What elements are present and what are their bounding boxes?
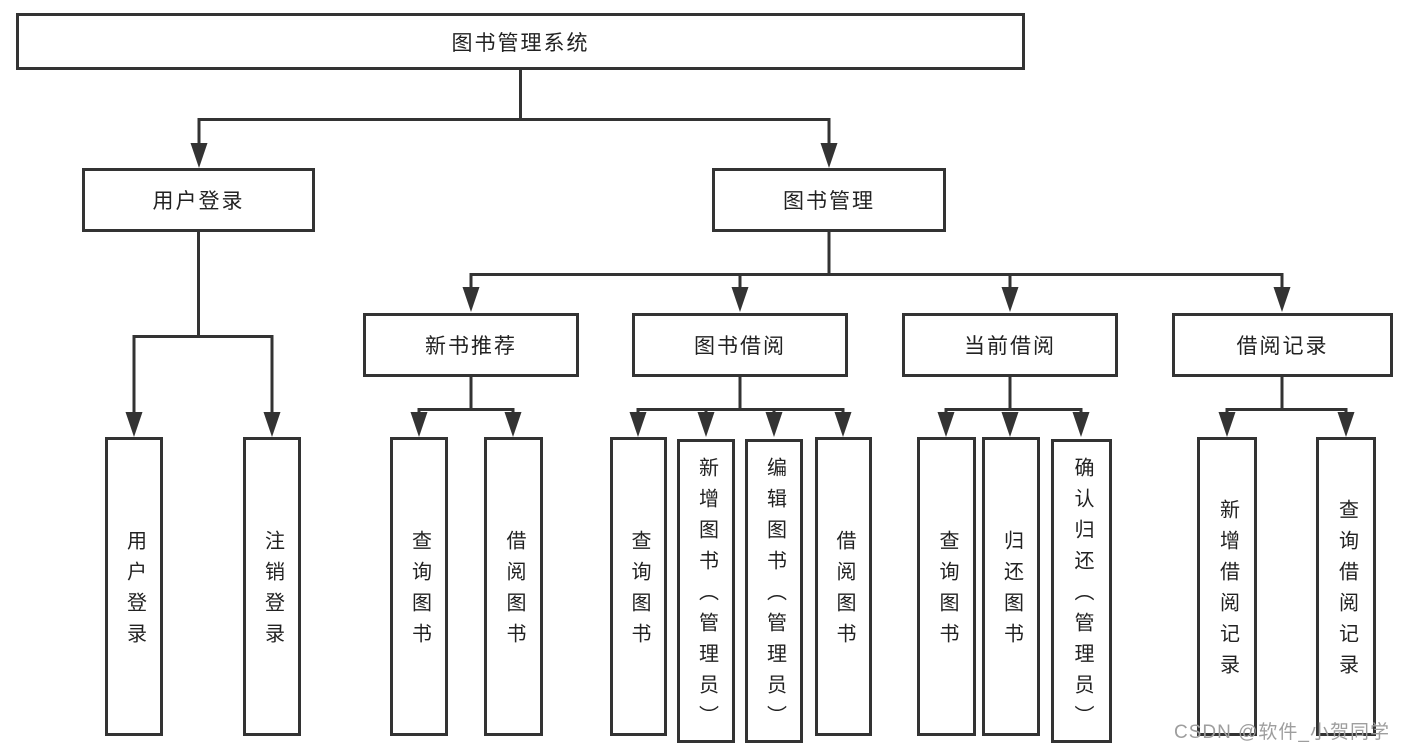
node-book-borrow: 图书借阅 [632,313,848,377]
arrowhead [504,412,522,437]
arrowhead [697,412,715,437]
arrowhead [1273,287,1291,312]
csdn-watermark: CSDN @软件_小贺同学 [1174,722,1390,743]
node-book-management: 图书管理 [712,168,946,232]
leaf-current-confirm-admin: 确认归还（管理员） [1051,439,1112,743]
leaf-label: 注销登录 [261,530,284,654]
arrowhead [462,287,480,312]
node-book-management-system: 图书管理系统 [16,13,1025,70]
leaf-label: 查询借阅记录 [1335,499,1358,685]
leaf-current-return: 归还图书 [982,437,1040,736]
leaf-label: 查询图书 [408,530,431,654]
leaf-records-query: 查询借阅记录 [1316,437,1376,736]
arrowheads [125,143,1355,437]
arrowhead [731,287,749,312]
node-label: 图书管理 [783,190,875,213]
arrowhead [190,143,208,168]
arrowhead [1218,412,1236,437]
node-label: 当前借阅 [964,335,1056,358]
arrowhead [125,412,143,437]
arrowhead [1072,412,1090,437]
leaf-bookborrow-add-admin: 新增图书（管理员） [677,439,735,743]
connector-lines [132,70,1348,414]
arrowhead [820,143,838,168]
leaf-label: 新增图书（管理员） [695,457,718,736]
node-label: 用户登录 [152,190,245,213]
leaf-user-login: 用户登录 [105,437,163,736]
arrowhead [765,412,783,437]
leaf-label: 借阅图书 [503,530,525,654]
node-current-borrow: 当前借阅 [902,313,1118,377]
arrowhead [263,412,281,437]
node-label: 图书借阅 [694,335,786,358]
node-label: 图书管理系统 [451,31,590,55]
leaf-bookborrow-borrow: 借阅图书 [815,437,872,736]
arrowhead [410,412,428,437]
arrowhead [937,412,955,437]
node-user-login: 用户登录 [82,168,315,232]
leaf-label: 查询图书 [936,530,958,654]
leaf-logout: 注销登录 [243,437,301,736]
arrowhead [1001,412,1019,437]
arrowhead [1337,412,1355,437]
leaf-newbooks-borrow: 借阅图书 [484,437,543,736]
node-borrow-records: 借阅记录 [1172,313,1393,377]
node-label: 借阅记录 [1236,335,1329,358]
node-new-book-recommend: 新书推荐 [363,313,579,377]
leaf-label: 借阅图书 [833,530,855,654]
leaf-records-add: 新增借阅记录 [1197,437,1257,736]
leaf-bookborrow-edit-admin: 编辑图书（管理员） [745,439,803,743]
arrowhead [1001,287,1019,312]
arrowhead [834,412,852,437]
leaf-bookborrow-query: 查询图书 [610,437,667,736]
leaf-label: 查询图书 [628,530,650,654]
leaf-label: 用户登录 [123,530,146,654]
leaf-newbooks-query: 查询图书 [390,437,448,736]
leaf-label: 新增借阅记录 [1216,499,1239,685]
arrowhead [629,412,647,437]
leaf-label: 归还图书 [1000,530,1023,654]
leaf-label: 编辑图书（管理员） [763,457,786,736]
node-label: 新书推荐 [425,335,517,358]
leaf-label: 确认归还（管理员） [1071,457,1093,736]
leaf-current-query: 查询图书 [917,437,976,736]
